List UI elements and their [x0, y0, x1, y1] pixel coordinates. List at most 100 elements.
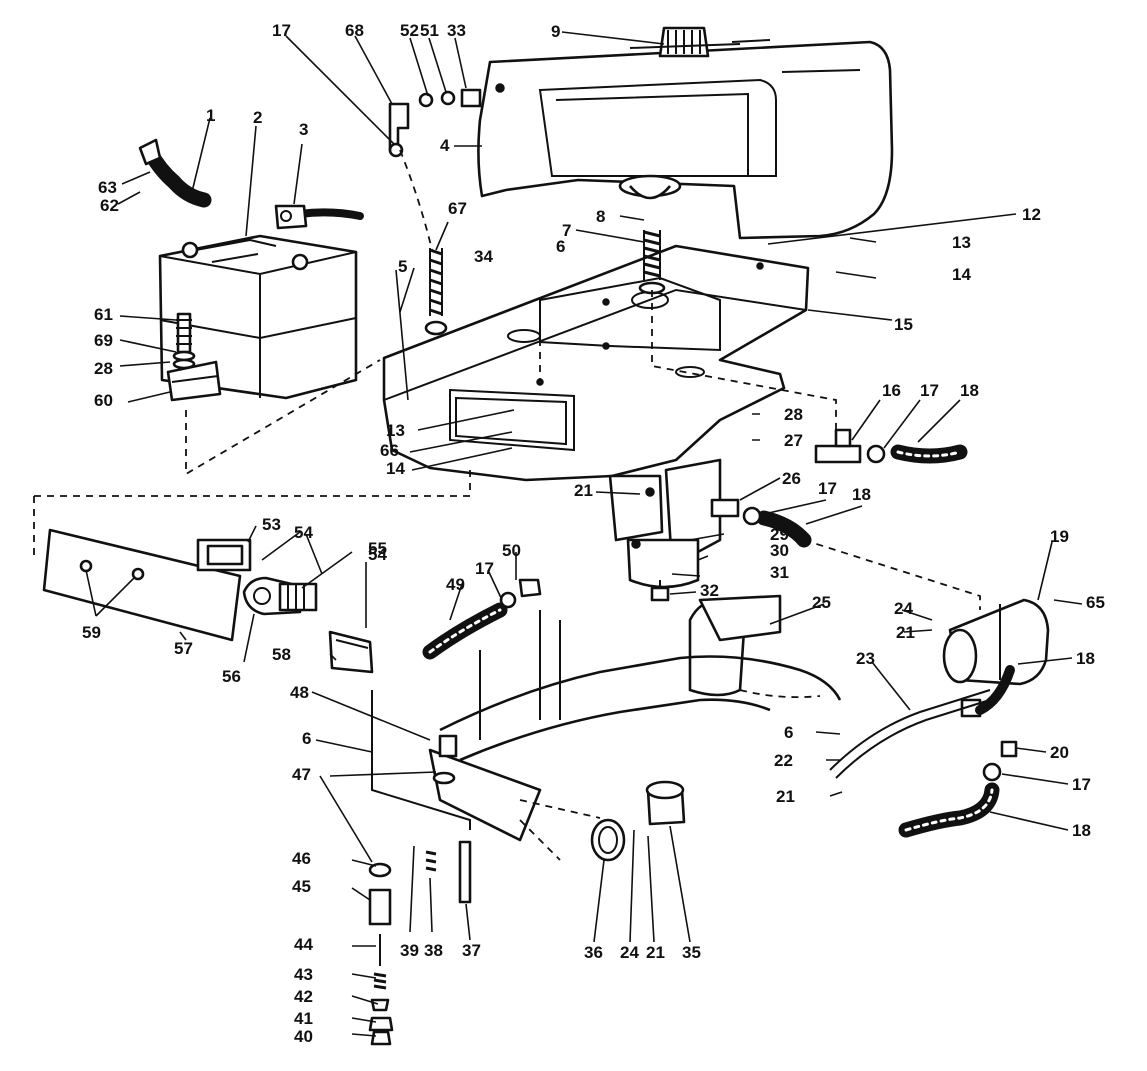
callout-c24b: 24: [620, 943, 639, 962]
callout-c18a: 18: [960, 381, 979, 400]
callout-c25: 25: [812, 593, 831, 612]
hose-18-bottom: [898, 782, 1000, 838]
callout-c17e: 17: [1072, 775, 1091, 794]
callout-c54a: 54: [294, 523, 313, 542]
callout-c42: 42: [294, 987, 313, 1006]
battery: [158, 234, 358, 400]
battery-hold-down: [166, 312, 222, 402]
callout-c32: 32: [700, 581, 719, 600]
callout-c41: 41: [294, 1009, 313, 1028]
callout-c17d: 17: [475, 559, 494, 578]
callout-c50: 50: [502, 541, 521, 560]
callout-c8: 8: [596, 207, 605, 226]
callout-c26: 26: [782, 469, 801, 488]
callout-c20: 20: [1050, 743, 1069, 762]
callout-c54b: 54: [368, 545, 387, 564]
callout-c6b: 6: [784, 723, 793, 742]
callout-c58: 58: [272, 645, 291, 664]
callout-c36: 36: [584, 943, 603, 962]
callout-c18b: 18: [852, 485, 871, 504]
callout-c49: 49: [446, 575, 465, 594]
callout-c61: 61: [94, 305, 113, 324]
callout-c33: 33: [447, 21, 466, 40]
callout-c28b: 28: [784, 405, 803, 424]
callout-c57: 57: [174, 639, 193, 658]
callout-c17b: 17: [920, 381, 939, 400]
callout-c30: 30: [770, 541, 789, 560]
battery-cable-3: [274, 204, 364, 230]
callout-c23: 23: [856, 649, 875, 668]
callout-c21b: 21: [896, 623, 915, 642]
callout-c16: 16: [882, 381, 901, 400]
hose-49: [422, 602, 508, 660]
callout-c5: 5: [398, 257, 407, 276]
callout-c22: 22: [774, 751, 793, 770]
callout-c7: 7: [562, 221, 571, 240]
callout-c53: 53: [262, 515, 281, 534]
callout-c46: 46: [292, 849, 311, 868]
callout-c29: 29: [770, 525, 789, 544]
callout-c24a: 24: [894, 599, 913, 618]
callout-c66: 66: [380, 441, 399, 460]
spring-7: [638, 230, 666, 295]
frame-bracket: [371, 610, 561, 842]
callout-c65: 65: [1086, 593, 1105, 612]
phantom-lines: [33, 149, 981, 861]
callout-c34: 34: [474, 247, 493, 266]
callout-c21d: 21: [646, 943, 665, 962]
tee-fitting-16: [814, 428, 886, 464]
callout-c35: 35: [682, 943, 701, 962]
callout-c2: 2: [253, 108, 262, 127]
bracket-58: [328, 630, 374, 674]
callout-c62: 62: [100, 196, 119, 215]
callout-c9: 9: [551, 22, 560, 41]
pin-37: [458, 840, 472, 904]
callout-c6a: 6: [556, 237, 565, 256]
callout-c60: 60: [94, 391, 113, 410]
callout-c69: 69: [94, 331, 113, 350]
callout-c21c: 21: [776, 787, 795, 806]
callout-c47: 47: [292, 765, 311, 784]
callout-c13a: 13: [952, 233, 971, 252]
spring-38: [425, 850, 437, 872]
callout-c18d: 18: [1072, 821, 1091, 840]
mounting-plate: [382, 244, 810, 482]
callout-c67: 67: [448, 199, 467, 218]
elbow-68: [388, 88, 482, 158]
callout-c17c: 17: [818, 479, 837, 498]
frame-tube: [439, 594, 842, 762]
callout-c19: 19: [1050, 527, 1069, 546]
fitting-20: [982, 740, 1018, 782]
callout-c21a: 21: [574, 481, 593, 500]
callout-c52: 52: [400, 21, 419, 40]
drain-plug-32: [650, 580, 670, 602]
callout-c37: 37: [462, 941, 481, 960]
callout-c39: 39: [400, 941, 419, 960]
callout-c15: 15: [894, 315, 913, 334]
callout-c43: 43: [294, 965, 313, 984]
callout-c44: 44: [294, 935, 313, 954]
fitting-26: [710, 498, 762, 526]
callout-c45: 45: [292, 877, 311, 896]
spring-67: [424, 248, 448, 336]
callout-c40: 40: [294, 1027, 313, 1046]
callout-c18c: 18: [1076, 649, 1095, 668]
callout-c63: 63: [98, 178, 117, 197]
coil-55: [278, 582, 318, 612]
callout-c48: 48: [290, 683, 309, 702]
fuel-cap: [629, 26, 771, 58]
callout-c6c: 6: [302, 729, 311, 748]
callout-c1: 1: [206, 106, 215, 125]
switch-53: [196, 538, 252, 572]
battery-cable-1: [138, 138, 212, 208]
callout-c55: 55: [368, 539, 387, 558]
callout-c59: 59: [82, 623, 101, 642]
callout-c68: 68: [345, 21, 364, 40]
callout-c51: 51: [420, 21, 439, 40]
callout-c12: 12: [1022, 205, 1041, 224]
leader-lines: [85, 31, 1083, 1037]
fitting-50: [499, 578, 542, 609]
